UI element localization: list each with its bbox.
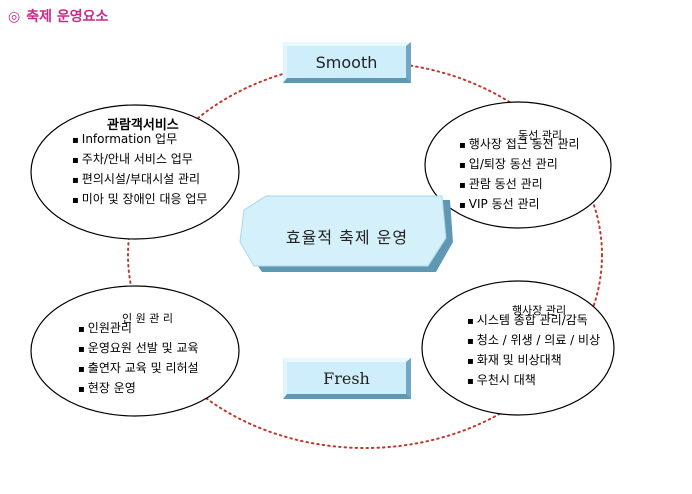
list-item: 미아 및 장애인 대응 업무 xyxy=(72,190,208,210)
list-item: 출연자 교육 및 리허설 xyxy=(78,359,199,379)
list-item: 운영요원 선발 및 교육 xyxy=(78,339,199,359)
venue-list: 시스템 종합 관리/감독 청소 / 위생 / 의료 / 비상 화재 및 비상대책… xyxy=(467,311,600,391)
list-item: 화재 및 비상대책 xyxy=(467,351,600,371)
list-item: Information 업무 xyxy=(72,130,207,150)
section-title: ◎ 축제 운영요소 xyxy=(8,6,108,26)
list-item: 편의시설/부대시설 관리 xyxy=(72,170,207,190)
list-item: 관람 동선 관리 xyxy=(459,175,580,195)
circulation-list: 행사장 접근 동선 관리 입/퇴장 동선 관리 관람 동선 관리 VIP 동선 … xyxy=(459,135,580,215)
list-item: 시스템 종합 관리/감독 xyxy=(467,311,600,331)
center-label: 효율적 축제 운영 xyxy=(285,228,409,247)
dotted-ring xyxy=(127,61,603,449)
list-item: 인원관리 xyxy=(78,319,199,339)
visitor-services-list: Information 업무 주차/안내 서비스 업무 편의시설/부대시설 관리… xyxy=(72,130,208,210)
list-item: 우천시 대책 xyxy=(467,371,600,391)
list-item: VIP 동선 관리 xyxy=(459,195,580,215)
section-title-text: 축제 운영요소 xyxy=(26,9,109,25)
list-item: 현장 운영 xyxy=(78,379,199,399)
list-item: 입/퇴장 동선 관리 xyxy=(459,155,580,175)
fresh-box: Fresh xyxy=(283,358,411,399)
smooth-box: Smooth xyxy=(283,42,411,83)
list-item: 주차/안내 서비스 업무 xyxy=(72,150,207,170)
list-item: 행사장 접근 동선 관리 xyxy=(459,135,580,155)
list-item: 청소 / 위생 / 의료 / 비상 xyxy=(467,331,600,351)
double-circle-icon: ◎ xyxy=(8,9,21,25)
center-hexagon xyxy=(239,195,453,272)
staff-list: 인원관리 운영요원 선발 및 교육 출연자 교육 및 리허설 현장 운영 xyxy=(78,319,199,399)
